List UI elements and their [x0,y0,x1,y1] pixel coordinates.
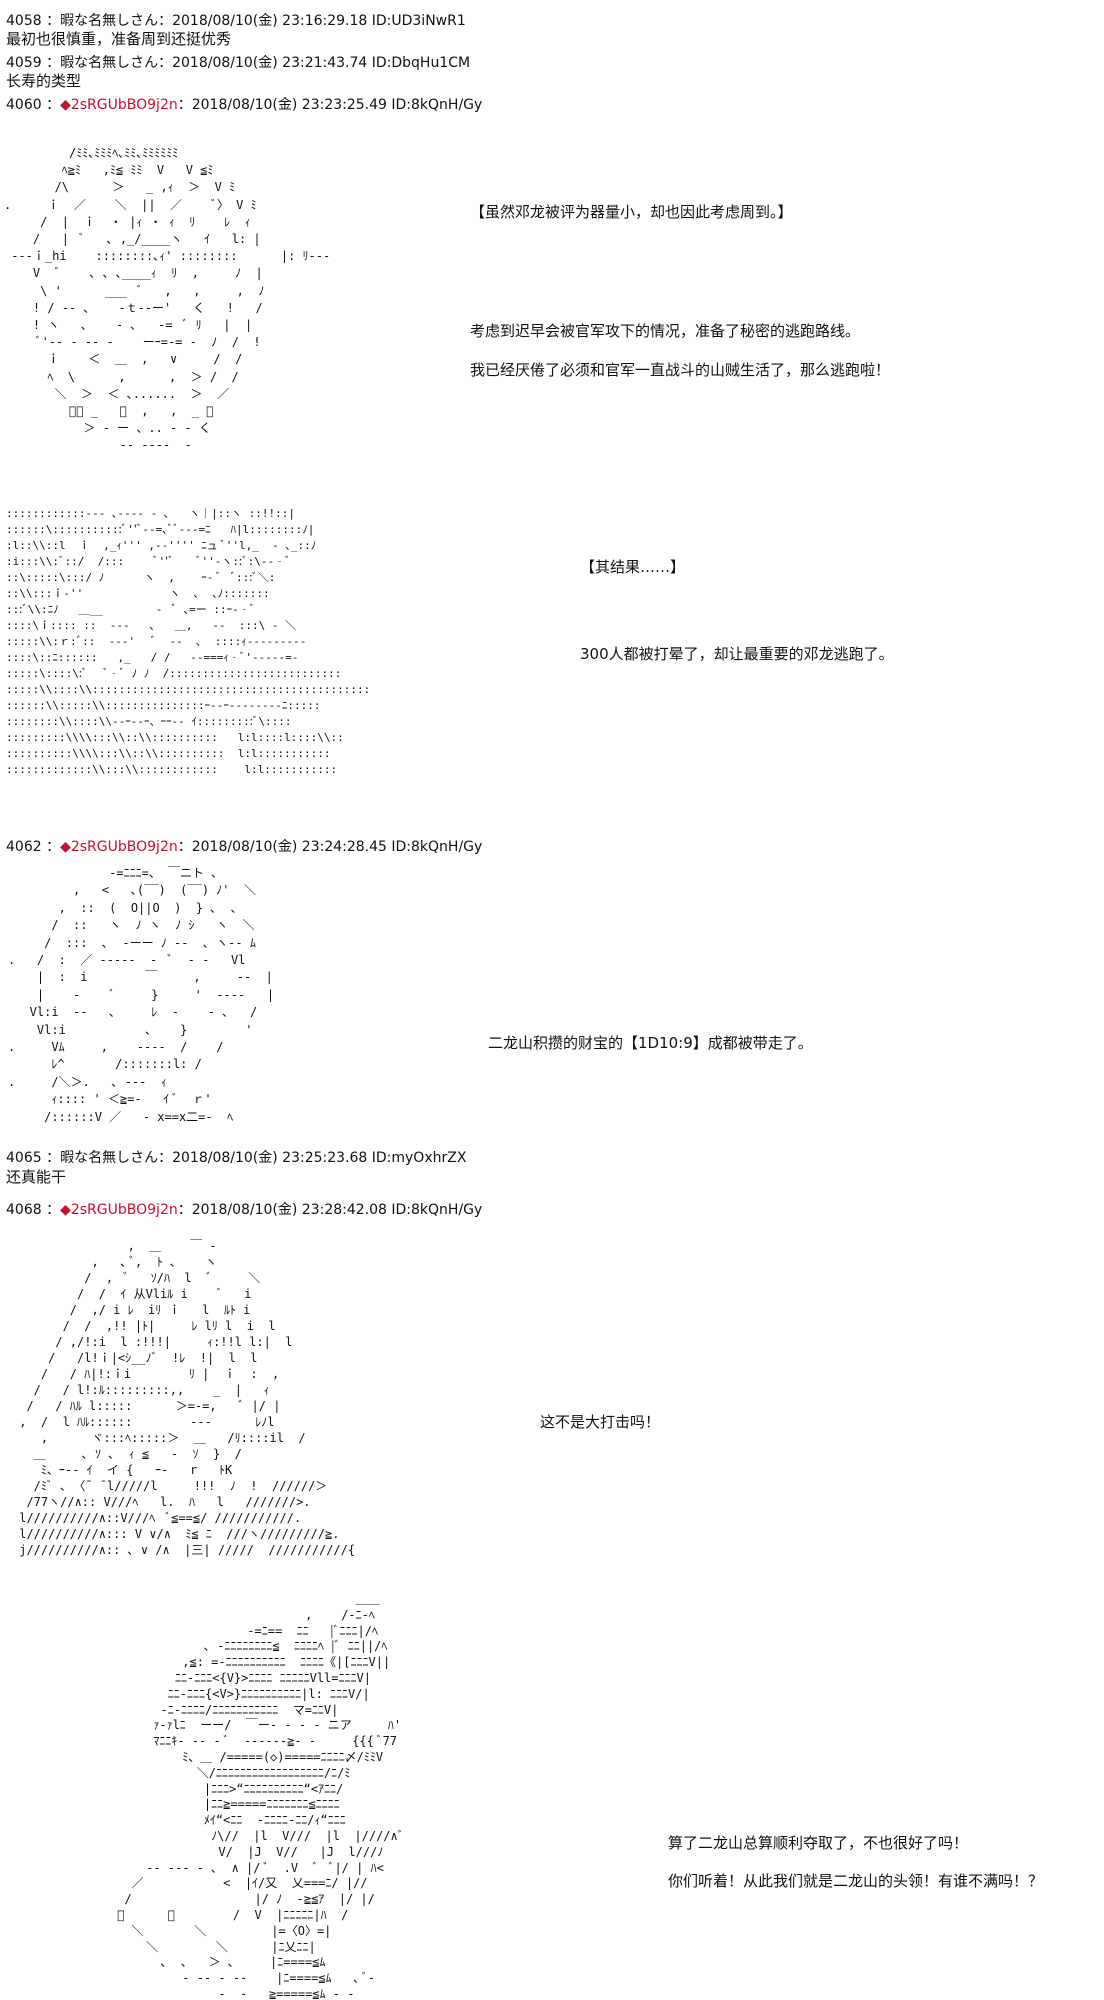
poster-name: 暇な名無しさん [60,13,159,29]
post-date-id: ：2018/08/10(金) 23:24:28.45 ID:8kQnH/Gy [177,839,483,855]
post-body: 长寿的类型 [6,72,82,90]
post-number[interactable]: 4062 [6,839,42,855]
post-number[interactable]: 4060 [6,97,42,113]
post-date-id: ：2018/08/10(金) 23:28:42.08 ID:8kQnH/Gy [177,1202,483,1218]
ascii-art-armored-leader: ＿＿ , /‐ﾆ‐ﾍ -=ﾆ== ﾆﾆ |ﾞﾆﾆﾆ|/ﾍ ､ ‐ﾆﾆﾆﾆﾆﾆﾆﾆ… [110,1592,404,2000]
post-header: 4068 ：◆2sRGUbBO9j2n：2018/08/10(金) 23:28:… [6,1202,483,1218]
caption-line: 这不是大打击吗！ [540,1413,661,1431]
caption-narration: 【虽然邓龙被评为器量小，却也因此考虑周到。】 [470,203,793,221]
post-number[interactable]: 4058 [6,13,42,29]
post-header: 4062 ：◆2sRGUbBO9j2n：2018/08/10(金) 23:24:… [6,839,483,855]
post-number[interactable]: 4059 [6,55,42,71]
poster-name: 暇な名無しさん [60,1150,159,1166]
caption-line: 算了二龙山总算顺利夺取了，不也很好了吗！ [668,1834,969,1852]
poster-trip: ◆2sRGUbBO9j2n [60,1202,178,1218]
ascii-art-hair-covered-face: , ＿ ￣ ‐ , ､ ﾞ, ﾄ ､ ヽ / , ﾞ ｿ/ﾊ l ﾞ ＼ / /… [19,1239,356,1557]
caption-line: 二龙山积攒的财宝的【1D10:9】成都被带走了。 [488,1034,813,1052]
ascii-art-surprised-face: -=ﾆﾆﾆ=、 ￣ニト ､ , < ､(‾‾) (‾‾) ﾉ' ＼ , :: (… [8,866,275,1124]
post-date-id: ：2018/08/10(金) 23:21:43.74 ID:DbqHu1CM [158,55,471,71]
ascii-art-defeated-face: ::::::::::::‐‐‐ ､-‐‐‐ ‐ ､ ヽ｜|::ヽ ::!!::|… [6,507,371,776]
post-header: 4058 ：暇な名無しさん：2018/08/10(金) 23:16:29.18 … [6,13,466,29]
post-body: 最初也很慎重，准备周到还挺优秀 [6,30,232,48]
caption-line: 300人都被打晕了，却让最重要的邓龙逃跑了。 [580,645,894,663]
post-number[interactable]: 4068 [6,1202,42,1218]
post-header: 4060 ：◆2sRGUbBO9j2n：2018/08/10(金) 23:23:… [6,97,483,113]
caption-line: 我已经厌倦了必须和官军一直战斗的山贼生活了，那么逃跑啦！ [470,361,891,379]
poster-trip: ◆2sRGUbBO9j2n [60,97,178,113]
caption-narration: 【其结果……】 [580,558,686,576]
post-date-id: ：2018/08/10(金) 23:23:25.49 ID:8kQnH/Gy [177,97,483,113]
poster-trip: ◆2sRGUbBO9j2n [60,839,178,855]
caption-line: 你们听着！从此我们就是二龙山的头领！有谁不满吗！？ [668,1872,1044,1890]
caption-line: 考虑到迟早会被官军攻下的情况，准备了秘密的逃跑路线。 [470,322,861,340]
poster-name: 暇な名無しさん [60,55,159,71]
post-header: 4065 ：暇な名無しさん：2018/08/10(金) 23:25:23.68 … [6,1150,467,1166]
post-date-id: ：2018/08/10(金) 23:25:23.68 ID:myOxhrZX [158,1150,467,1166]
post-date-id: ：2018/08/10(金) 23:16:29.18 ID:UD3iNwR1 [158,13,466,29]
ascii-art-shouting-face: /ﾐﾐ､ﾐﾐﾐﾍ､ﾐﾐ､ﾐﾐﾐﾐﾐﾐ ﾍ≧ﾐ ,ﾐ≦ ﾐﾐ V V ≦ﾐ /\ … [4,146,331,453]
post-body: 还真能干 [6,1168,67,1186]
post-number[interactable]: 4065 [6,1150,42,1166]
post-header: 4059 ：暇な名無しさん：2018/08/10(金) 23:21:43.74 … [6,55,471,71]
